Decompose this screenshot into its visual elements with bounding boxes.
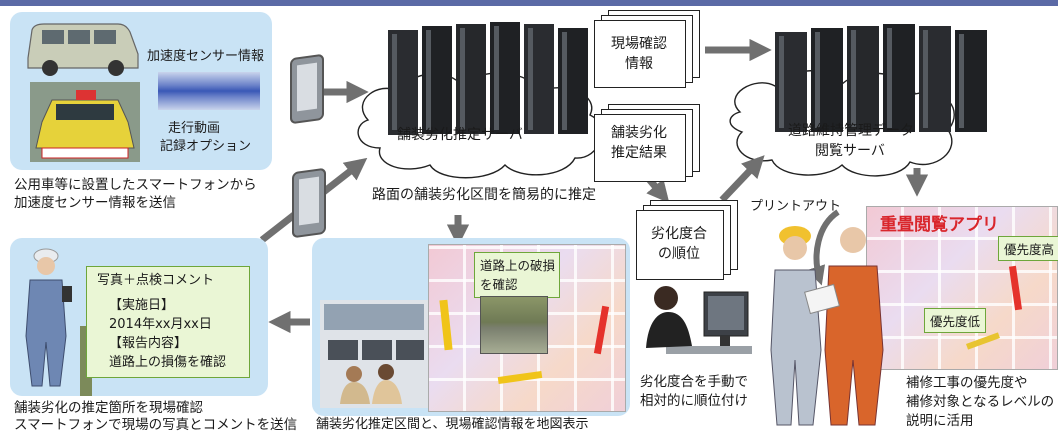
send-caption-line2: 加速度センサー情報を送信 [14,195,176,211]
doc-rank-label-2: の順位 [658,246,700,262]
worker-figure [770,226,884,426]
taxi-image [30,82,140,162]
damage-note-line1: 道路上の破損 [480,258,556,273]
document-stack-icon: 現場確認 情報 [594,10,706,88]
doc-result-label-1: 舗装劣化 [611,125,667,141]
damage-photo [480,296,548,354]
document-stack-icon: 劣化度合 の順位 [636,200,742,280]
server2-label-1: 道路維持管理データ [788,123,914,139]
video-option-label-2: 記録オプション [160,139,252,154]
header-bar [0,0,1058,6]
priority-low-label: 優先度低 [930,314,981,329]
estimate-caption: 路面の舗装劣化区間を簡易的に推定 [372,187,596,203]
manual-rank-line2: 相対的に順位付け [640,393,748,409]
doc-site-label-1: 現場確認 [611,36,667,52]
comment-report: 道路上の損傷を確認 [109,355,227,370]
site-caption-line1: 舗装劣化の推定箇所を現場確認 [14,400,203,416]
send-caption-line1: 公用車等に設置したスマートフォンから [14,177,257,193]
server1-label: 舗装劣化推定サーバ [397,127,523,143]
arrow-icon [806,209,840,286]
doc-rank-label-1: 劣化度合 [651,226,707,242]
priority-high-chip: 優先度高 [998,236,1058,261]
worker-figure [25,248,72,387]
overlay-app-map [866,206,1058,370]
smartphone-icon [290,53,324,125]
document-stack-icon: 舗装劣化 推定結果 [594,104,706,182]
damage-note-line2: を確認 [480,277,518,292]
accel-signal-graph [158,72,260,110]
smartphone-icon [292,167,326,239]
app-title: 重畳閲覧アプリ [880,215,999,235]
site-caption-line2: スマートフォンで現場の写真とコメントを送信 [14,417,298,433]
comment-date: 2014年xx月xx日 [109,317,212,332]
manual-rank-line1: 劣化度合を手動で [640,374,748,390]
operator-figure [646,286,752,354]
priority-low-chip: 優先度低 [924,308,987,333]
van-image [27,23,139,76]
comment-note: 写真＋点検コメント 【実施日】 2014年xx月xx日 【報告内容】 道路上の損… [86,266,250,378]
server2-label-2: 閲覧サーバ [815,143,885,159]
server-rack-icon [388,22,588,135]
repair-caption-line3: 説明に活用 [906,413,974,429]
accel-info-label: 加速度センサー情報 [147,49,265,64]
comment-date-head: 【実施日】 [109,298,175,313]
comment-report-head: 【報告内容】 [109,336,188,351]
map-caption: 舗装劣化推定区間と、現場確認情報を地図表示 [316,417,589,432]
priority-high-label: 優先度高 [1004,242,1055,257]
repair-caption-line2: 補修対象となるレベルの [906,394,1055,410]
doc-site-label-2: 情報 [625,56,653,72]
repair-caption-line1: 補修工事の優先度や [906,375,1028,391]
control-room-image [320,300,428,408]
server-rack-icon [775,24,987,132]
comment-title: 写真＋点検コメント [97,273,215,288]
arrow-icon [719,155,765,203]
video-option-label-1: 走行動画 [168,121,221,136]
damage-note: 道路上の破損 を確認 [474,252,560,298]
printout-label: プリントアウト [750,199,842,214]
doc-result-label-2: 推定結果 [611,145,667,161]
